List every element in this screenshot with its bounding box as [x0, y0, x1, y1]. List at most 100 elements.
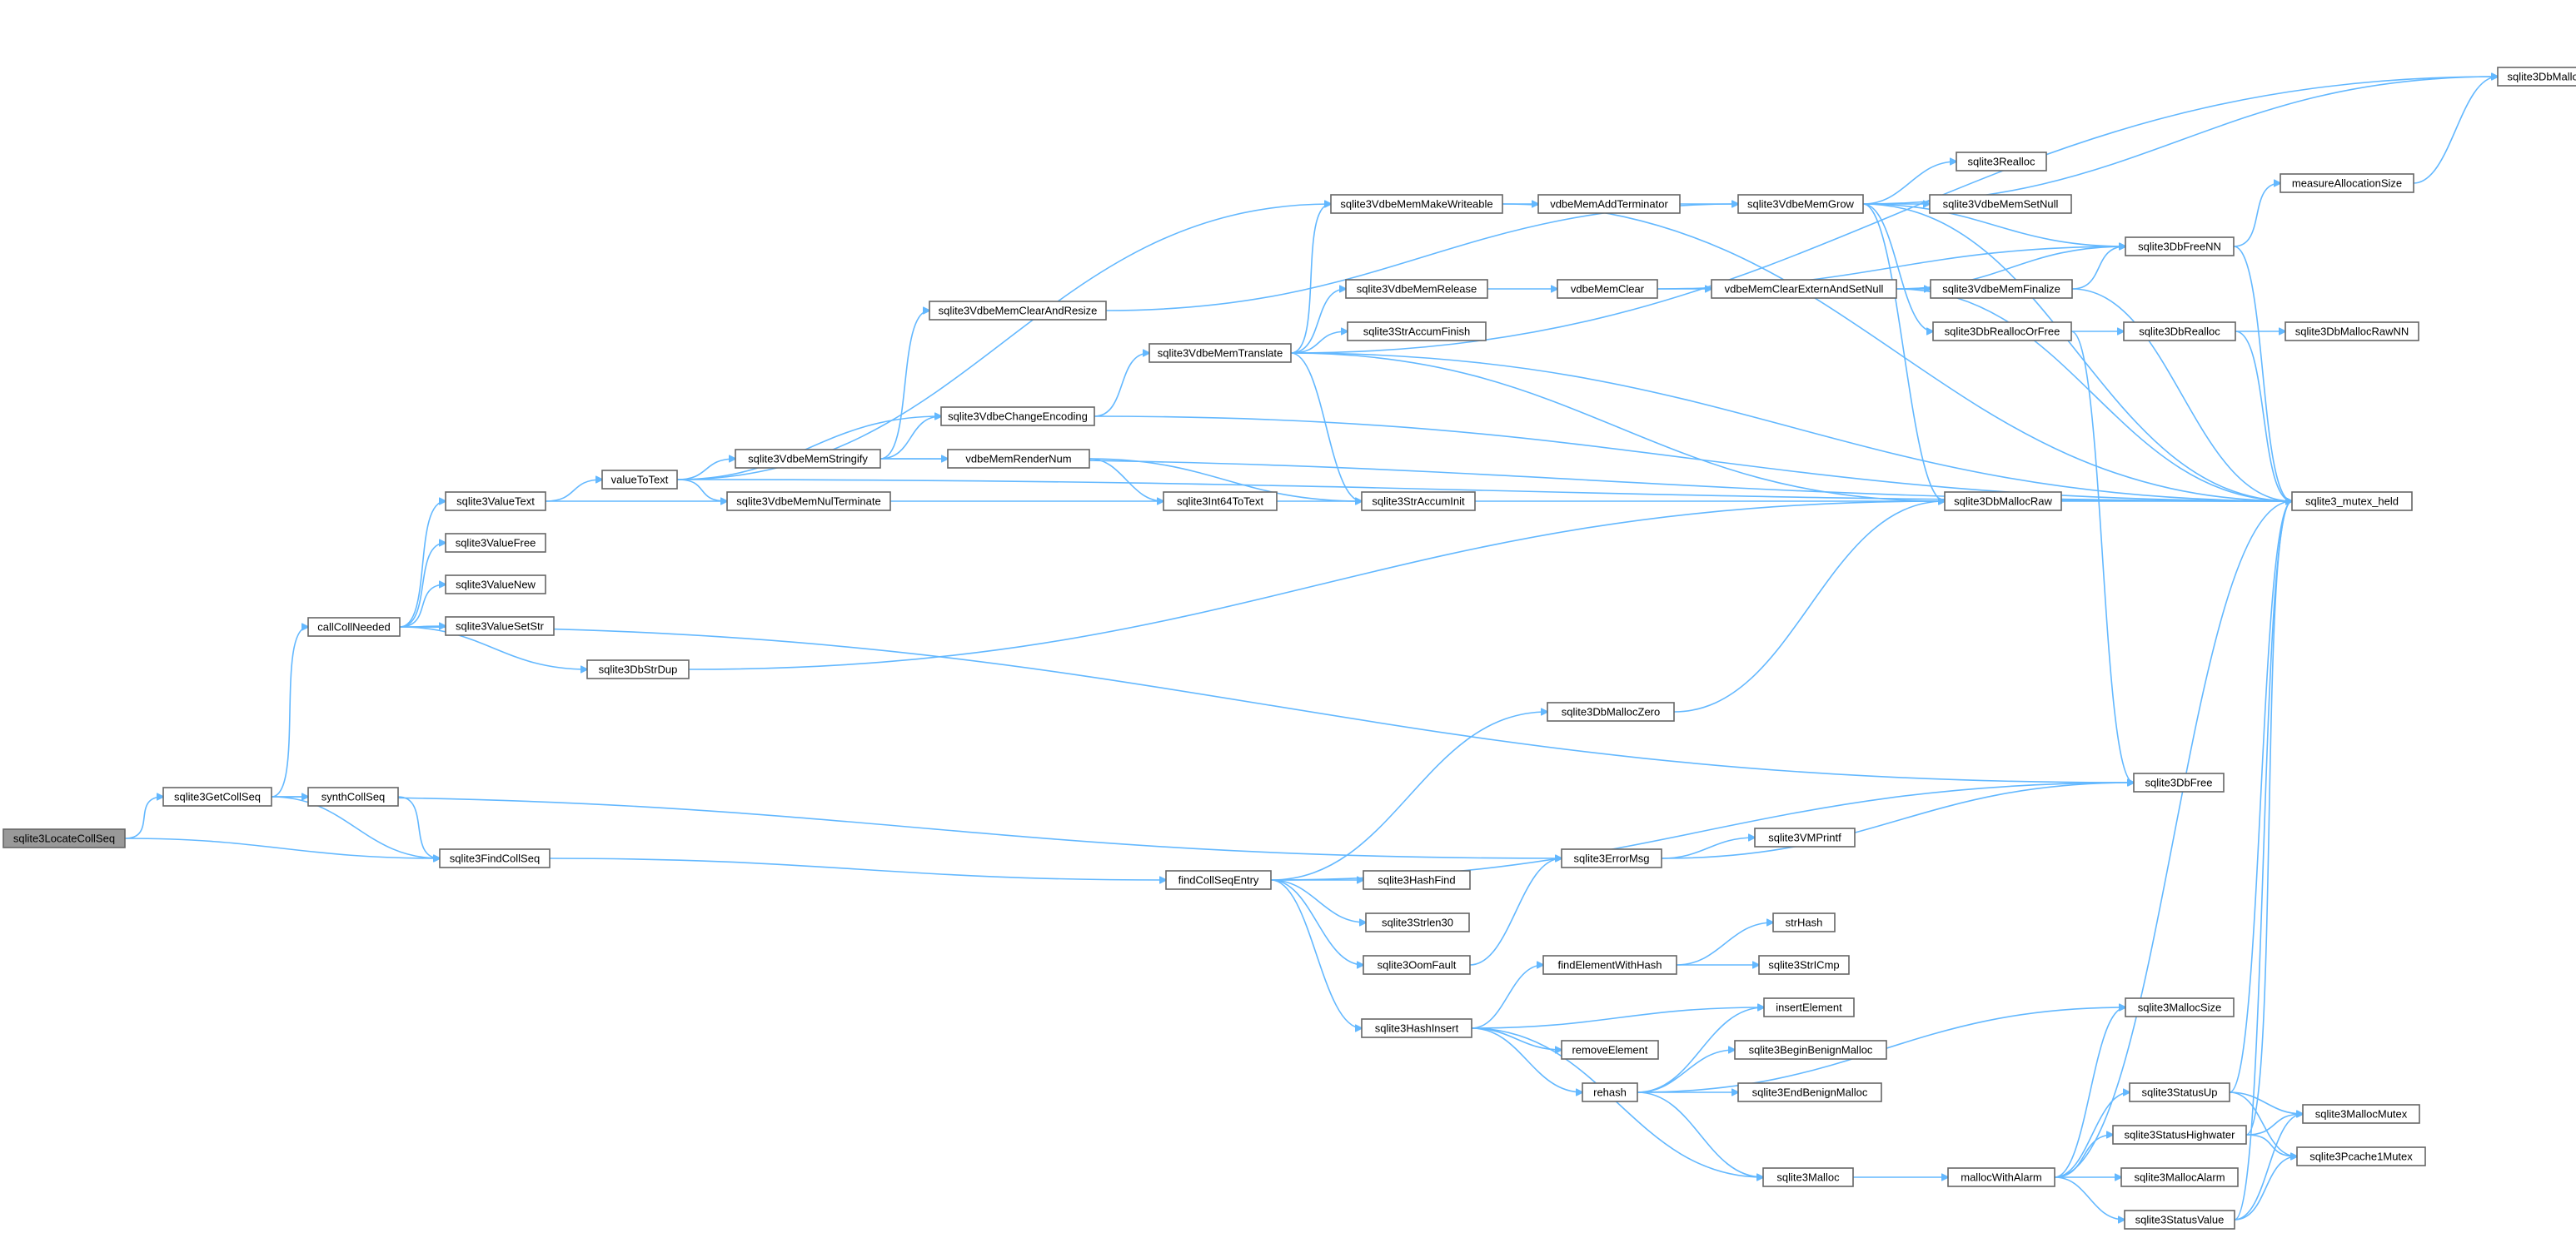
edge-sqlite3-db-free-nn-to-sqlite3-mutex-held	[2233, 246, 2292, 501]
node-sqlite3-vdbe-mem-set-null[interactable]: sqlite3VdbeMemSetNull	[1929, 194, 2072, 214]
node-insert-element[interactable]: insertElement	[1763, 997, 1855, 1017]
node-label: measureAllocationSize	[2292, 177, 2402, 190]
node-box	[1347, 321, 1487, 341]
node-box	[1754, 828, 1856, 848]
node-label: sqlite3DbMallocSize	[2507, 71, 2576, 83]
node-sqlite3-strlen30[interactable]: sqlite3Strlen30	[1365, 912, 1470, 932]
node-sqlite3-begin-benign-malloc[interactable]: sqlite3BeginBenignMalloc	[1734, 1040, 1887, 1060]
node-str-hash[interactable]: strHash	[1772, 912, 1836, 932]
node-sqlite3-db-str-dup[interactable]: sqlite3DbStrDup	[586, 659, 690, 679]
edge-sqlite3-vdbe-mem-translate-to-sqlite3-db-malloc-size	[1290, 77, 2498, 354]
node-sqlite3-vdbe-mem-release[interactable]: sqlite3VdbeMemRelease	[1345, 279, 1488, 299]
node-sqlite3-vdbe-mem-grow[interactable]: sqlite3VdbeMemGrow	[1737, 194, 1864, 214]
node-box	[2296, 1146, 2426, 1166]
node-sqlite3-error-msg[interactable]: sqlite3ErrorMsg	[1561, 848, 1662, 868]
node-malloc-with-alarm[interactable]: mallocWithAlarm	[1947, 1167, 2055, 1187]
node-label: sqlite3StatusUp	[2141, 1086, 2217, 1099]
node-box	[586, 659, 690, 679]
node-label: sqlite3VdbeMemNulTerminate	[736, 495, 880, 508]
node-sqlite3-realloc[interactable]: sqlite3Realloc	[1956, 152, 2047, 172]
edge-call-coll-needed-to-sqlite3-value-free	[399, 543, 446, 628]
node-label: sqlite3DbFree	[2145, 777, 2213, 789]
node-sqlite3-status-value[interactable]: sqlite3StatusValue	[2124, 1210, 2235, 1230]
node-label: sqlite3VdbeMemClearAndResize	[939, 305, 1098, 317]
node-sqlite3-malloc-size[interactable]: sqlite3MallocSize	[2125, 997, 2235, 1017]
node-sqlite3-status-highwater[interactable]: sqlite3StatusHighwater	[2112, 1125, 2247, 1145]
node-sqlite3-end-benign-malloc[interactable]: sqlite3EndBenignMalloc	[1737, 1082, 1882, 1102]
node-sqlite3-value-free[interactable]: sqlite3ValueFree	[445, 533, 546, 553]
node-box	[1165, 870, 1272, 890]
node-sqlite3-get-coll-seq[interactable]: sqlite3GetCollSeq	[162, 787, 272, 807]
edge-sqlite3-db-realloc-to-sqlite3-mutex-held	[2235, 331, 2292, 501]
node-sqlite3-db-malloc-raw-nn[interactable]: sqlite3DbMallocRawNN	[2285, 321, 2419, 341]
edge-sqlite3-vdbe-mem-translate-to-sqlite3-str-accum-finish	[1290, 331, 1348, 354]
node-sqlite3-vdbe-mem-stringify[interactable]: sqlite3VdbeMemStringify	[735, 449, 881, 469]
node-sqlite3-malloc-mutex[interactable]: sqlite3MallocMutex	[2302, 1104, 2420, 1124]
edge-sqlite3-vdbe-mem-stringify-to-sqlite3-vdbe-mem-clear-and-resize	[879, 311, 929, 460]
node-label: sqlite3VdbeMemSetNull	[1943, 198, 2059, 211]
node-find-element-with-hash[interactable]: findElementWithHash	[1542, 955, 1677, 975]
node-sqlite3-value-set-str[interactable]: sqlite3ValueSetStr	[445, 616, 555, 636]
node-vdbe-mem-render-num[interactable]: vdbeMemRenderNum	[947, 449, 1090, 469]
node-box	[1361, 1018, 1472, 1038]
node-sqlite3-str-accum-finish[interactable]: sqlite3StrAccumFinish	[1347, 321, 1487, 341]
node-call-coll-needed[interactable]: callCollNeeded	[307, 617, 401, 637]
node-sqlite3-pcache1-mutex[interactable]: sqlite3Pcache1Mutex	[2296, 1146, 2426, 1166]
node-sqlite3-db-realloc[interactable]: sqlite3DbRealloc	[2123, 321, 2236, 341]
node-box	[445, 616, 555, 636]
node-sqlite3-vdbe-mem-translate[interactable]: sqlite3VdbeMemTranslate	[1148, 343, 1292, 363]
node-box	[2124, 1210, 2235, 1230]
node-box	[1737, 194, 1864, 214]
node-label: sqlite3StatusHighwater	[2125, 1129, 2236, 1141]
node-sqlite3-db-realloc-or-free[interactable]: sqlite3DbReallocOrFree	[1932, 321, 2072, 341]
node-box	[1561, 1040, 1659, 1060]
node-remove-element[interactable]: removeElement	[1561, 1040, 1659, 1060]
node-box	[2280, 173, 2414, 193]
node-sqlite3-status-up[interactable]: sqlite3StatusUp	[2129, 1082, 2230, 1102]
node-sqlite3-hash-find[interactable]: sqlite3HashFind	[1363, 870, 1471, 890]
node-sqlite3-hash-insert[interactable]: sqlite3HashInsert	[1361, 1018, 1472, 1038]
edge-find-coll-seq-entry-to-sqlite3-db-free	[1270, 783, 2134, 881]
node-label: vdbeMemAddTerminator	[1550, 198, 1668, 211]
node-sqlite3-db-malloc-raw[interactable]: sqlite3DbMallocRaw	[1944, 491, 2062, 511]
node-value-to-text[interactable]: valueToText	[601, 470, 678, 490]
node-sqlite3-db-malloc-size[interactable]: sqlite3DbMallocSize	[2497, 67, 2576, 87]
node-sqlite3-int64-to-text[interactable]: sqlite3Int64ToText	[1163, 491, 1278, 511]
edge-layer	[124, 77, 2498, 1220]
node-sqlite3-mutex-held[interactable]: sqlite3_mutex_held	[2291, 491, 2413, 511]
edge-sqlite3-vdbe-mem-grow-to-sqlite3-db-free-nn	[1862, 203, 2125, 246]
node-vdbe-mem-add-terminator[interactable]: vdbeMemAddTerminator	[1537, 194, 1681, 214]
node-sqlite3-find-coll-seq[interactable]: sqlite3FindCollSeq	[439, 848, 551, 868]
node-sqlite3-vdbe-mem-finalize[interactable]: sqlite3VdbeMemFinalize	[1930, 279, 2073, 299]
node-label: sqlite3OomFault	[1378, 959, 1457, 972]
node-box	[1361, 491, 1476, 511]
node-box	[445, 491, 546, 511]
node-sqlite3-vdbe-mem-make-writeable[interactable]: sqlite3VdbeMemMakeWriteable	[1330, 194, 1503, 214]
node-sqlite3-oom-fault[interactable]: sqlite3OomFault	[1363, 955, 1471, 975]
node-sqlite3-malloc-alarm[interactable]: sqlite3MallocAlarm	[2120, 1167, 2239, 1187]
node-synth-coll-seq[interactable]: synthCollSeq	[307, 787, 399, 807]
node-sqlite3-vdbe-mem-clear-and-resize[interactable]: sqlite3VdbeMemClearAndResize	[929, 301, 1107, 321]
node-sqlite3-locate-coll-seq[interactable]: sqlite3LocateCollSeq	[2, 828, 126, 848]
node-vdbe-mem-clear-extern-and-set-null[interactable]: vdbeMemClearExternAndSetNull	[1711, 279, 1897, 299]
node-sqlite3-vdbe-mem-nul-terminate[interactable]: sqlite3VdbeMemNulTerminate	[726, 491, 891, 511]
node-sqlite3-db-malloc-zero[interactable]: sqlite3DbMallocZero	[1547, 702, 1675, 722]
node-find-coll-seq-entry[interactable]: findCollSeqEntry	[1165, 870, 1272, 890]
node-measure-allocation-size[interactable]: measureAllocationSize	[2280, 173, 2414, 193]
node-sqlite3-db-free[interactable]: sqlite3DbFree	[2133, 773, 2225, 793]
node-sqlite3-vdbe-change-encoding[interactable]: sqlite3VdbeChangeEncoding	[940, 406, 1095, 426]
node-sqlite3-str-icmp[interactable]: sqlite3StrICmp	[1758, 955, 1850, 975]
node-box	[162, 787, 272, 807]
node-sqlite3-value-text[interactable]: sqlite3ValueText	[445, 491, 546, 511]
node-sqlite3-value-new[interactable]: sqlite3ValueNew	[445, 574, 546, 594]
node-sqlite3-str-accum-init[interactable]: sqlite3StrAccumInit	[1361, 491, 1476, 511]
node-sqlite3-vmprintf[interactable]: sqlite3VMPrintf	[1754, 828, 1856, 848]
node-vdbe-mem-clear[interactable]: vdbeMemClear	[1557, 279, 1658, 299]
node-label: sqlite3HashInsert	[1375, 1022, 1459, 1035]
edge-sqlite3-vdbe-mem-translate-to-sqlite3-vdbe-mem-release	[1290, 289, 1346, 354]
node-sqlite3-malloc[interactable]: sqlite3Malloc	[1762, 1167, 1854, 1187]
node-rehash[interactable]: rehash	[1582, 1082, 1638, 1102]
node-box	[1929, 194, 2072, 214]
edge-rehash-to-sqlite3-malloc	[1637, 1091, 1763, 1177]
node-sqlite3-db-free-nn[interactable]: sqlite3DbFreeNN	[2125, 236, 2235, 256]
